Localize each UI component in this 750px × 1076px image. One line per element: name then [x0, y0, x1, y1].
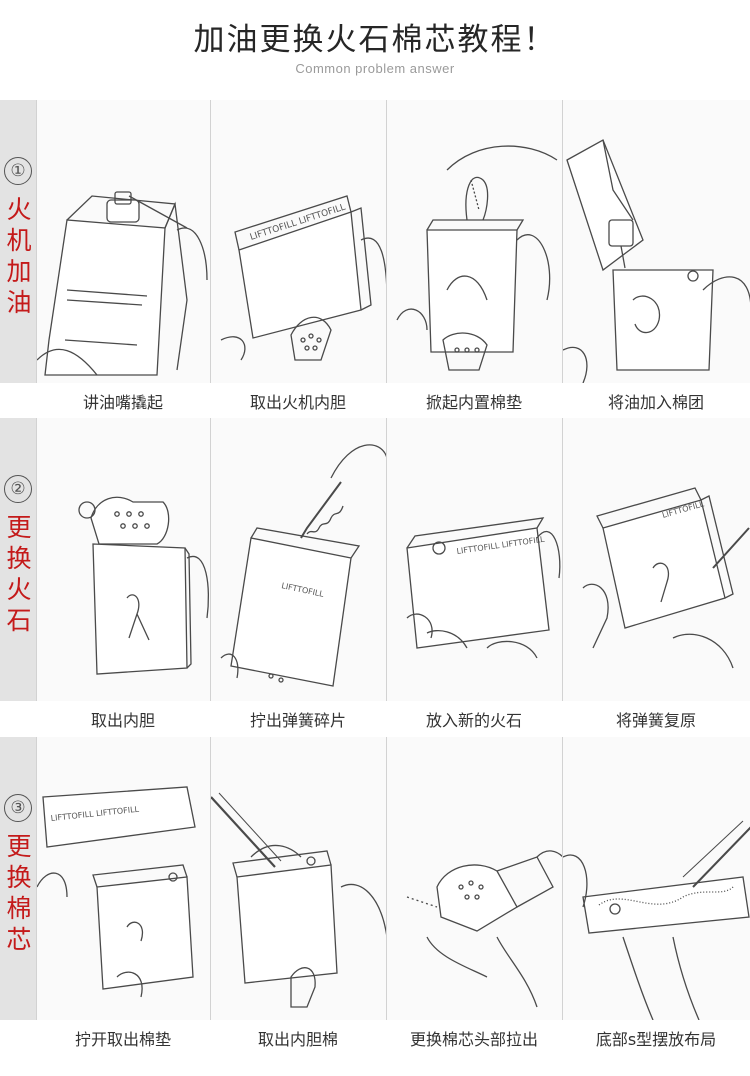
step-caption: 更换棉芯头部拉出 — [409, 1030, 538, 1049]
section-title-char: 火 — [6, 575, 32, 604]
step-caption: 取出内胆 — [90, 711, 155, 730]
page-title: 加油更换火石棉芯教程！ — [193, 22, 557, 58]
step-illustration-remove-cotton — [210, 737, 387, 1020]
section-number: ③ — [4, 794, 32, 822]
section-title-char: 火 — [6, 195, 32, 224]
section-title-char: 石 — [6, 606, 32, 635]
section-title-char: 芯 — [6, 925, 32, 954]
section-title: 更 换 火 石 — [5, 512, 33, 636]
step-caption: 将油加入棉团 — [607, 393, 704, 412]
step-illustration-restore-spring: LIFTTOFILL — [562, 418, 750, 701]
step-caption: 拧开取出棉垫 — [74, 1030, 171, 1049]
section-side-bar: ① 火 机 加 油 — [0, 100, 36, 383]
step-illustration-remove-insert: LIFTTOFILL LIFTTOFILL — [210, 100, 387, 383]
section-title-char: 机 — [6, 226, 32, 255]
section-title-char: 换 — [6, 544, 32, 573]
section-title-char: 换 — [6, 863, 32, 892]
step-illustration-unscrew-spring: LIFTTOFILL — [210, 418, 387, 701]
section-title: 更 换 棉 芯 — [5, 831, 33, 955]
step-illustration-pull-wick — [386, 737, 563, 1020]
page-subtitle: Common problem answer — [295, 61, 455, 76]
section-number: ① — [4, 157, 32, 185]
step-illustration-lift-pad — [386, 100, 563, 383]
step-caption: 拧出弹簧碎片 — [249, 711, 346, 730]
step-caption: 将弹簧复原 — [615, 711, 696, 730]
step-caption: 掀起内置棉垫 — [425, 393, 522, 412]
section-title-char: 更 — [6, 832, 32, 861]
step-caption: 取出内胆棉 — [257, 1030, 338, 1049]
section-side-bar: ③ 更 换 棉 芯 — [0, 737, 36, 1020]
step-illustration-s-shape-layout — [562, 737, 750, 1020]
step-illustration-insert-new-flint: LIFTTOFILL LIFTTOFILL — [386, 418, 563, 701]
section-title-char: 油 — [6, 288, 32, 317]
section-title-char: 棉 — [6, 894, 32, 923]
step-illustration-pry-nozzle — [36, 100, 211, 383]
step-caption: 取出火机内胆 — [249, 393, 346, 412]
step-illustration-take-out-insert — [36, 418, 211, 701]
section-title-char: 更 — [6, 513, 32, 542]
section-side-bar: ② 更 换 火 石 — [0, 418, 36, 701]
step-caption: 放入新的火石 — [425, 711, 522, 730]
step-illustration-add-fuel — [562, 100, 750, 383]
step-caption: 底部s型摆放布局 — [595, 1030, 717, 1049]
step-illustration-unscrew-pad: LIFTTOFILL LIFTTOFILL — [36, 737, 211, 1020]
section-title: 火 机 加 油 — [5, 194, 33, 318]
section-title-char: 加 — [6, 257, 32, 286]
section-number: ② — [4, 475, 32, 503]
step-caption: 讲油嘴撬起 — [82, 393, 163, 412]
